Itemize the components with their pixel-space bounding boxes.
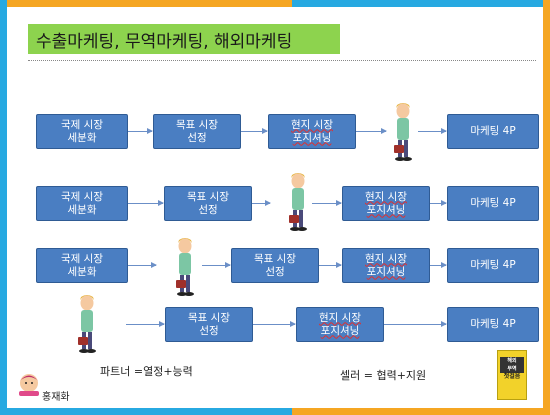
- box-segmentation-row2: 국제 시장 세분화: [36, 186, 128, 221]
- arrow: [126, 321, 165, 327]
- arrow: [430, 262, 447, 268]
- frame-right: [543, 0, 550, 415]
- box-target-row4: 목표 시장 선정: [165, 307, 253, 342]
- arrow: [384, 321, 447, 327]
- box-4p-row1: 마케팅 4P: [447, 114, 539, 149]
- frame-bottom-left: [0, 408, 292, 415]
- seller-caption: 셀러 = 협력+지원: [340, 369, 427, 382]
- box-4p-row2: 마케팅 4P: [447, 186, 539, 221]
- arrow: [202, 262, 231, 268]
- box-segmentation-row1: 국제 시장 세분화: [36, 114, 128, 149]
- box-positioning-row4: 현지 시장 포지셔닝: [296, 307, 384, 342]
- author-avatar-icon: [19, 374, 39, 396]
- arrow: [312, 200, 342, 206]
- book-title-line2: 무역: [500, 365, 524, 373]
- businessman-figure: [289, 173, 307, 231]
- box-4p-row4: 마케팅 4P: [447, 307, 539, 342]
- businessman-figure: [176, 238, 194, 296]
- box-positioning-row1: 현지 시장 포지셔닝: [268, 114, 356, 149]
- arrow: [319, 262, 342, 268]
- frame-top-right: [292, 0, 550, 7]
- arrow: [253, 321, 296, 327]
- businessman-figure: [78, 295, 96, 353]
- arrow: [418, 128, 447, 134]
- box-target-row2: 목표 시장 선정: [164, 186, 252, 221]
- slide-title: 수출마케팅, 무역마케팅, 해외마케팅: [28, 24, 340, 54]
- arrow: [128, 128, 153, 134]
- arrow: [430, 200, 447, 206]
- frame-bottom-right: [292, 408, 550, 415]
- frame-top-left: [0, 0, 292, 7]
- box-4p-row3: 마케팅 4P: [447, 248, 539, 283]
- arrow: [252, 200, 271, 206]
- author-name: 홍재화: [42, 392, 70, 403]
- book-title-line1: 해외: [500, 357, 524, 365]
- box-positioning-row3: 현지 시장 포지셔닝: [342, 248, 430, 283]
- partner-caption: 파트너 =열정+능력: [100, 365, 193, 378]
- arrow: [128, 262, 157, 268]
- arrow: [356, 128, 387, 134]
- box-target-row3: 목표 시장 선정: [231, 248, 319, 283]
- book-cover: 해외 무역 첫걸음: [497, 350, 527, 400]
- box-positioning-row2: 현지 시장 포지셔닝: [342, 186, 430, 221]
- arrow: [241, 128, 268, 134]
- title-divider: [28, 60, 536, 61]
- businessman-figure: [394, 103, 412, 161]
- box-target-row1: 목표 시장 선정: [153, 114, 241, 149]
- book-title-line3: 첫걸음: [503, 373, 521, 380]
- arrow: [128, 200, 164, 206]
- box-segmentation-row3: 국제 시장 세분화: [36, 248, 128, 283]
- frame-left: [0, 0, 7, 415]
